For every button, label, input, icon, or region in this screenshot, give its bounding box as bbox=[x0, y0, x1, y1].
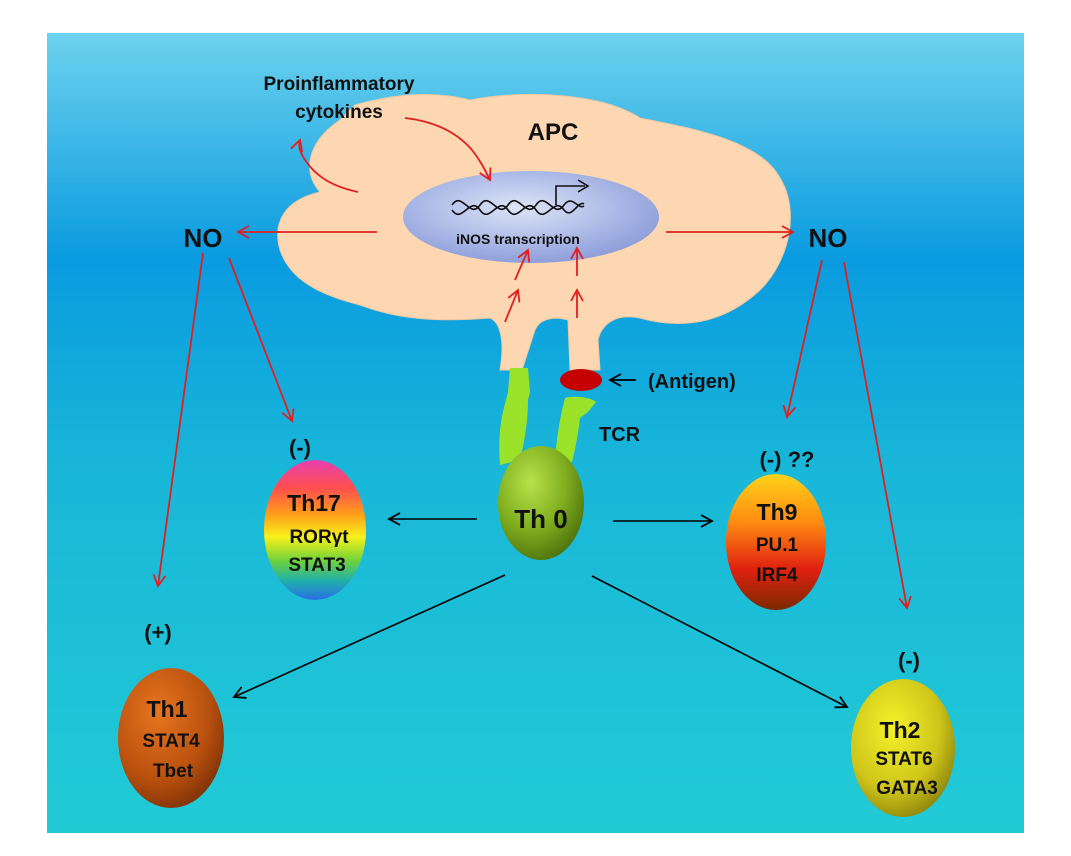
th17-marker2: STAT3 bbox=[288, 555, 345, 576]
cytokine-in-arrow bbox=[404, 117, 492, 182]
th0-to-th1-arrow bbox=[232, 574, 506, 699]
th2-cell bbox=[851, 679, 955, 817]
th17-marker1: RORγt bbox=[289, 527, 349, 548]
no-to-th17-arrow bbox=[228, 257, 295, 423]
th0-label: Th 0 bbox=[514, 504, 567, 534]
th9-marker2: IRF4 bbox=[756, 565, 798, 586]
th0-cell bbox=[498, 446, 584, 560]
cytokine-out-arrow bbox=[290, 138, 359, 193]
th1-effect: (+) bbox=[144, 620, 172, 645]
proinflammatory-label-line1: Proinflammatory bbox=[264, 74, 415, 95]
th1-marker1: STAT4 bbox=[142, 731, 200, 752]
th0-to-th2-arrow bbox=[591, 575, 849, 709]
th1-name: Th1 bbox=[147, 696, 188, 722]
red-arrows bbox=[152, 117, 912, 610]
th1-marker2: Tbet bbox=[153, 761, 194, 782]
inos-label: iNOS transcription bbox=[456, 231, 580, 247]
no-to-th9-arrow bbox=[782, 259, 823, 419]
th17-effect: (-) bbox=[289, 435, 311, 460]
th9-effect: (-) ?? bbox=[760, 447, 815, 472]
th1-cell bbox=[118, 668, 224, 808]
th17-name: Th17 bbox=[287, 490, 341, 516]
th17-cell bbox=[264, 460, 366, 600]
th2-marker2: GATA3 bbox=[876, 778, 938, 799]
no-to-th2-arrow bbox=[843, 261, 912, 610]
dna-icon bbox=[451, 179, 590, 216]
no-right-label: NO bbox=[809, 223, 848, 253]
th2-marker1: STAT6 bbox=[875, 749, 932, 770]
th2-effect: (-) bbox=[898, 648, 920, 673]
th9-cell bbox=[726, 474, 826, 610]
no-left-label: NO bbox=[184, 223, 223, 253]
no-to-th1-arrow bbox=[152, 252, 204, 588]
tcr-label: TCR bbox=[599, 424, 641, 446]
black-arrows bbox=[232, 512, 849, 709]
th9-marker1: PU.1 bbox=[756, 535, 799, 556]
th9-name: Th9 bbox=[757, 499, 798, 525]
th2-name: Th2 bbox=[880, 717, 921, 743]
nucleus bbox=[403, 171, 659, 263]
signal-arrow-1b bbox=[514, 248, 531, 281]
antigen-particle bbox=[560, 369, 602, 391]
signal-arrow-1a bbox=[504, 288, 521, 323]
antigen-label: (Antigen) bbox=[648, 371, 736, 393]
proinflammatory-label-line2: cytokines bbox=[295, 102, 383, 123]
apc-label: APC bbox=[528, 119, 579, 146]
tcr-receptor bbox=[499, 368, 596, 465]
